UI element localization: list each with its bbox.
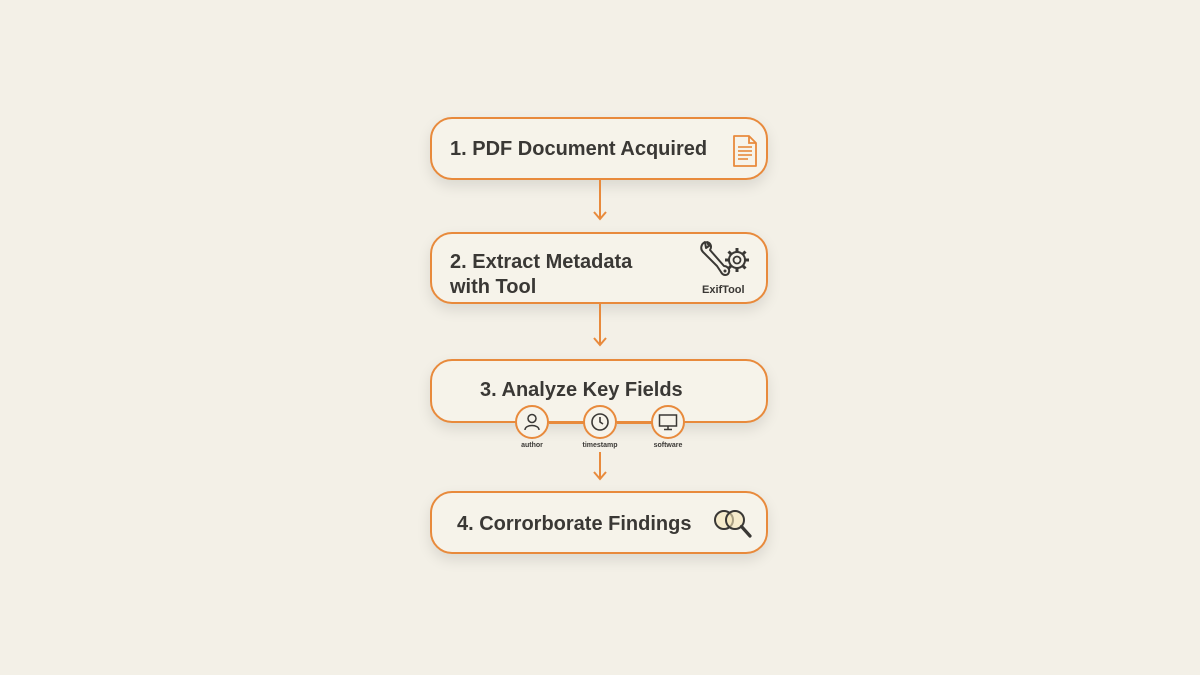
step-4-label: 4. Corrorborate Findings <box>457 513 692 535</box>
field-connector-1 <box>549 421 585 424</box>
arrow-3-to-4 <box>593 452 607 481</box>
step-2-box: 2. Extract Metadata with Tool <box>430 232 768 304</box>
step-4-box: 4. Corrorborate Findings <box>430 491 768 554</box>
wrench-gear-icon <box>697 238 755 287</box>
step-1-label: 1. PDF Document Acquired <box>450 138 708 160</box>
step-2-label-line1: 2. Extract Metadata <box>450 251 633 273</box>
document-icon <box>732 135 758 172</box>
arrow-2-to-3 <box>593 304 607 347</box>
arrow-1-to-2 <box>593 180 607 221</box>
step-1-box: 1. PDF Document Acquired <box>430 117 768 180</box>
field-connector-2 <box>617 421 653 424</box>
exiftool-caption: ExifTool <box>702 284 745 296</box>
step-2-label-line2: with Tool <box>450 276 537 298</box>
field-software <box>651 405 685 439</box>
magnifier-icon <box>712 506 756 547</box>
field-author <box>515 405 549 439</box>
field-timestamp-label: timestamp <box>582 442 618 449</box>
step-3-label: 3. Analyze Key Fields <box>480 379 683 401</box>
clock-icon <box>591 413 609 431</box>
user-icon <box>524 413 540 431</box>
field-timestamp <box>583 405 617 439</box>
field-author-label: author <box>521 442 543 449</box>
field-software-label: software <box>653 442 683 449</box>
monitor-icon <box>658 414 678 431</box>
